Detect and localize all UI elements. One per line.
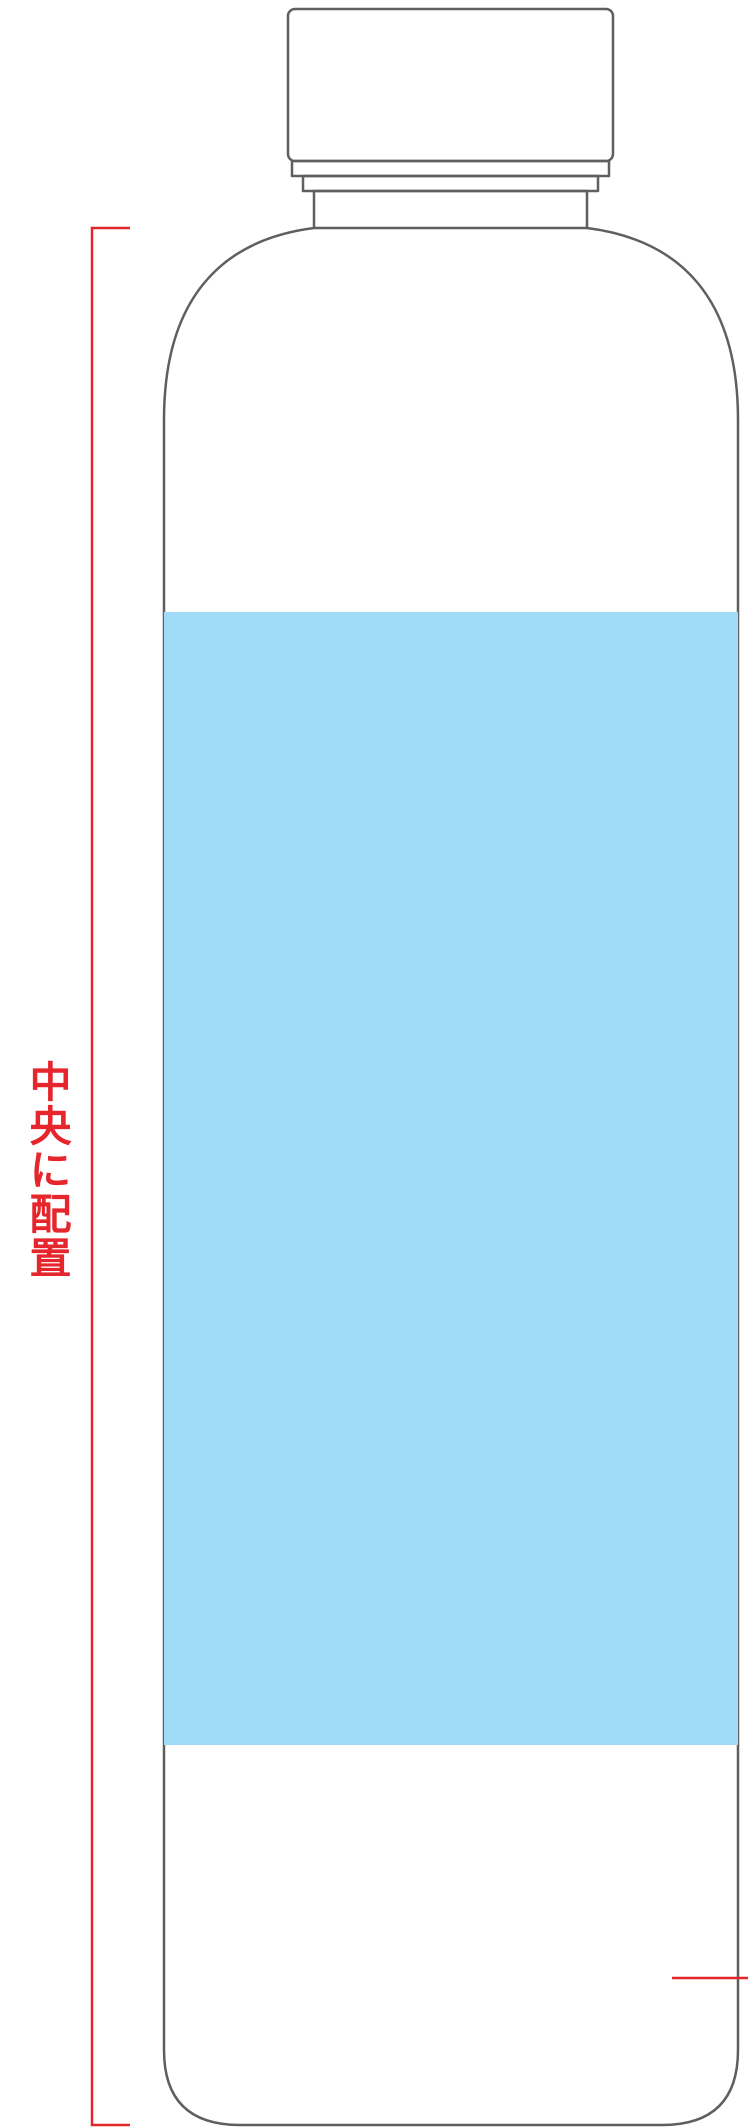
bottle-neck — [312, 189, 589, 230]
bottle-body — [162, 226, 740, 2127]
center-placement-label: 中央に配置 — [23, 1060, 72, 1280]
bottle-cap — [286, 7, 615, 163]
cap-ring — [290, 159, 611, 178]
label-area — [164, 612, 738, 1745]
center-guide-bracket — [90, 226, 130, 2127]
neck-ring — [301, 174, 600, 193]
